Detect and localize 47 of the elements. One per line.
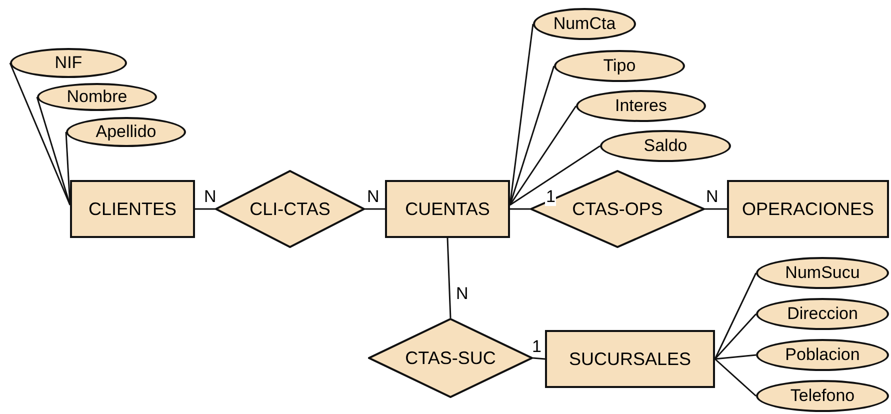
relationship-diamond <box>530 170 705 248</box>
connector-line <box>195 208 215 210</box>
node-label: Tipo <box>603 56 636 76</box>
connector-line <box>36 96 71 206</box>
node-label: NumSucu <box>785 263 860 283</box>
connector-line <box>714 314 757 360</box>
cardinality-label: 1 <box>545 188 556 206</box>
connector-line <box>714 358 756 397</box>
node-label: CUENTAS <box>405 198 490 220</box>
connector-line <box>65 132 71 206</box>
entity-box <box>385 180 510 238</box>
node-label: OPERACIONES <box>742 198 874 220</box>
connector-line <box>532 357 546 360</box>
node-label: SUCURSALES <box>568 348 692 370</box>
connector-line <box>510 208 530 210</box>
node-label: Saldo <box>644 136 688 156</box>
node-label: Apellido <box>96 122 156 142</box>
attribute-ellipse <box>66 117 186 147</box>
node-label: CLIENTES <box>88 198 177 220</box>
attribute-ellipse <box>37 83 157 111</box>
node-label: CTAS-OPS <box>572 198 663 220</box>
node-label: Nombre <box>66 87 128 107</box>
node-label: Telefono <box>790 386 855 406</box>
node-label: CLI-CTAS <box>250 198 330 220</box>
connector-line <box>509 66 555 206</box>
attribute-ellipse <box>533 8 636 40</box>
entity-box <box>727 180 889 238</box>
attribute-ellipse <box>554 50 685 82</box>
connector-line <box>509 106 577 206</box>
connector-line <box>446 238 452 318</box>
connector-line <box>714 272 757 360</box>
entity-box <box>70 180 195 238</box>
relationship-diamond <box>368 318 533 398</box>
entity-box <box>545 330 715 388</box>
node-label: NIF <box>54 53 82 73</box>
connector-line <box>510 145 600 206</box>
attribute-ellipse <box>10 48 127 78</box>
relationship-diamond <box>215 170 365 248</box>
connector-line <box>9 62 71 206</box>
node-label: Direccion <box>787 304 858 324</box>
connector-line <box>714 354 756 360</box>
node-label: Poblacion <box>785 345 860 365</box>
connector-line <box>705 208 727 210</box>
node-label: CTAS-SUC <box>405 348 496 368</box>
node-label: Interes <box>615 96 667 116</box>
node-label: NumCta <box>553 14 616 34</box>
connector-line <box>365 208 385 210</box>
